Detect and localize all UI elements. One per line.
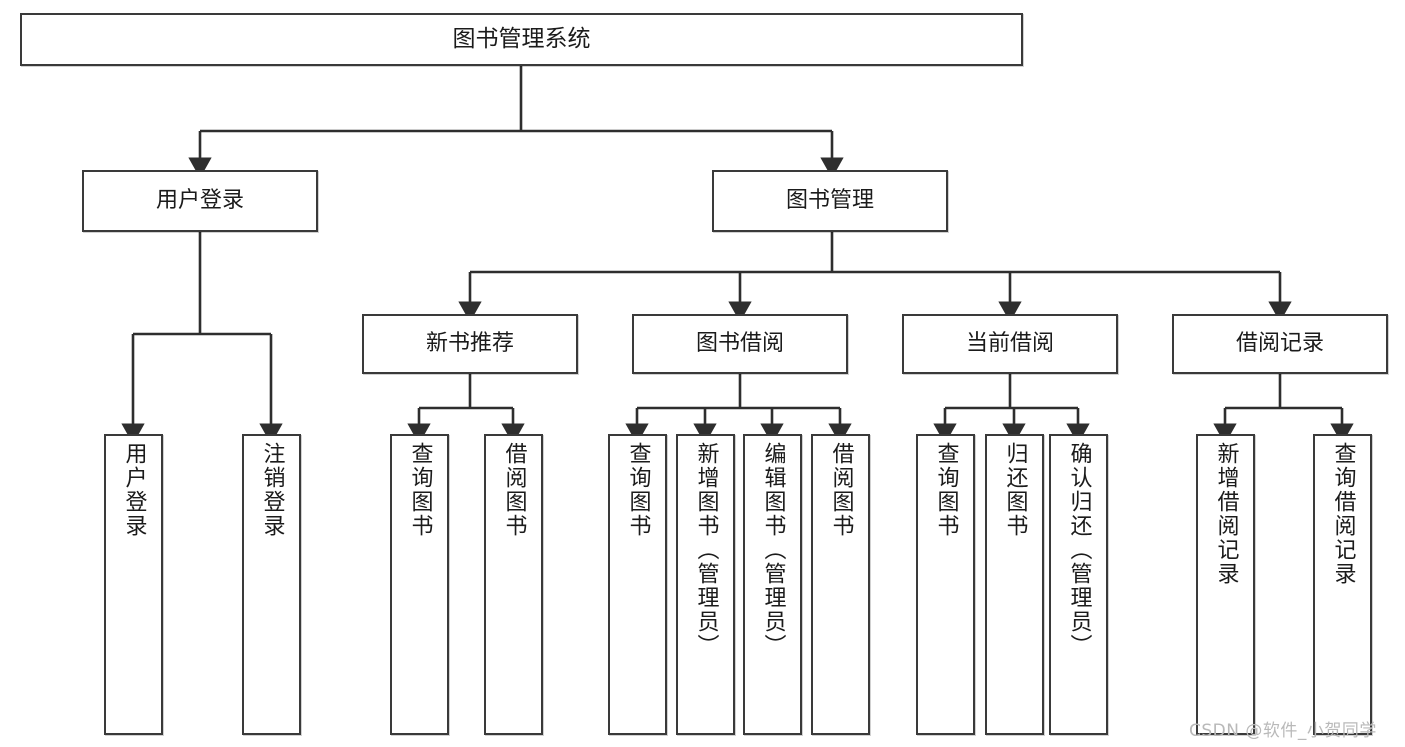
- node-label: 查询图书: [933, 442, 959, 538]
- node-label: 新书推荐: [425, 331, 514, 357]
- node-new-book-recommend[interactable]: 新书推荐: [362, 314, 578, 374]
- node-label: 用户登录: [155, 188, 244, 214]
- node-label: 查询借阅记录: [1330, 442, 1356, 586]
- node-label: 查询图书: [625, 442, 651, 538]
- node-book-manage[interactable]: 图书管理: [712, 170, 948, 232]
- node-label: 借阅记录: [1235, 331, 1324, 357]
- node-leaf-borrow-book-2[interactable]: 借阅图书: [811, 434, 870, 735]
- node-leaf-borrow-book-1[interactable]: 借阅图书: [484, 434, 543, 735]
- node-leaf-confirm-return[interactable]: 确认归还（管理员）: [1049, 434, 1108, 735]
- node-leaf-query-book-3[interactable]: 查询图书: [916, 434, 975, 735]
- watermark-text: CSDN @软件_小贺同学: [1189, 721, 1377, 741]
- node-leaf-user-login[interactable]: 用户登录: [104, 434, 163, 735]
- node-label: 归还图书: [1002, 442, 1028, 538]
- node-label: 图书管理: [785, 188, 874, 214]
- node-leaf-add-record[interactable]: 新增借阅记录: [1196, 434, 1255, 735]
- node-label: 新增图书（管理员）: [693, 442, 719, 658]
- node-book-borrow[interactable]: 图书借阅: [632, 314, 848, 374]
- node-leaf-edit-book[interactable]: 编辑图书（管理员）: [743, 434, 802, 735]
- node-label: 查询图书: [407, 442, 433, 538]
- node-label: 图书管理系统: [452, 26, 591, 53]
- node-leaf-logout-login[interactable]: 注销登录: [242, 434, 301, 735]
- node-label: 注销登录: [259, 442, 285, 538]
- node-label: 图书借阅: [695, 331, 784, 357]
- node-label: 确认归还（管理员）: [1066, 442, 1092, 658]
- node-label: 借阅图书: [828, 442, 854, 538]
- node-leaf-query-record[interactable]: 查询借阅记录: [1313, 434, 1372, 735]
- node-leaf-add-book[interactable]: 新增图书（管理员）: [676, 434, 735, 735]
- node-label: 用户登录: [121, 442, 147, 538]
- node-user-login[interactable]: 用户登录: [82, 170, 318, 232]
- node-label: 新增借阅记录: [1213, 442, 1239, 586]
- node-label: 当前借阅: [965, 331, 1054, 357]
- node-leaf-return-book[interactable]: 归还图书: [985, 434, 1044, 735]
- node-book-management-system[interactable]: 图书管理系统: [20, 13, 1023, 66]
- node-label: 借阅图书: [501, 442, 527, 538]
- node-borrow-record[interactable]: 借阅记录: [1172, 314, 1388, 374]
- node-leaf-query-book-1[interactable]: 查询图书: [390, 434, 449, 735]
- node-label: 编辑图书（管理员）: [760, 442, 786, 658]
- node-current-borrow[interactable]: 当前借阅: [902, 314, 1118, 374]
- node-leaf-query-book-2[interactable]: 查询图书: [608, 434, 667, 735]
